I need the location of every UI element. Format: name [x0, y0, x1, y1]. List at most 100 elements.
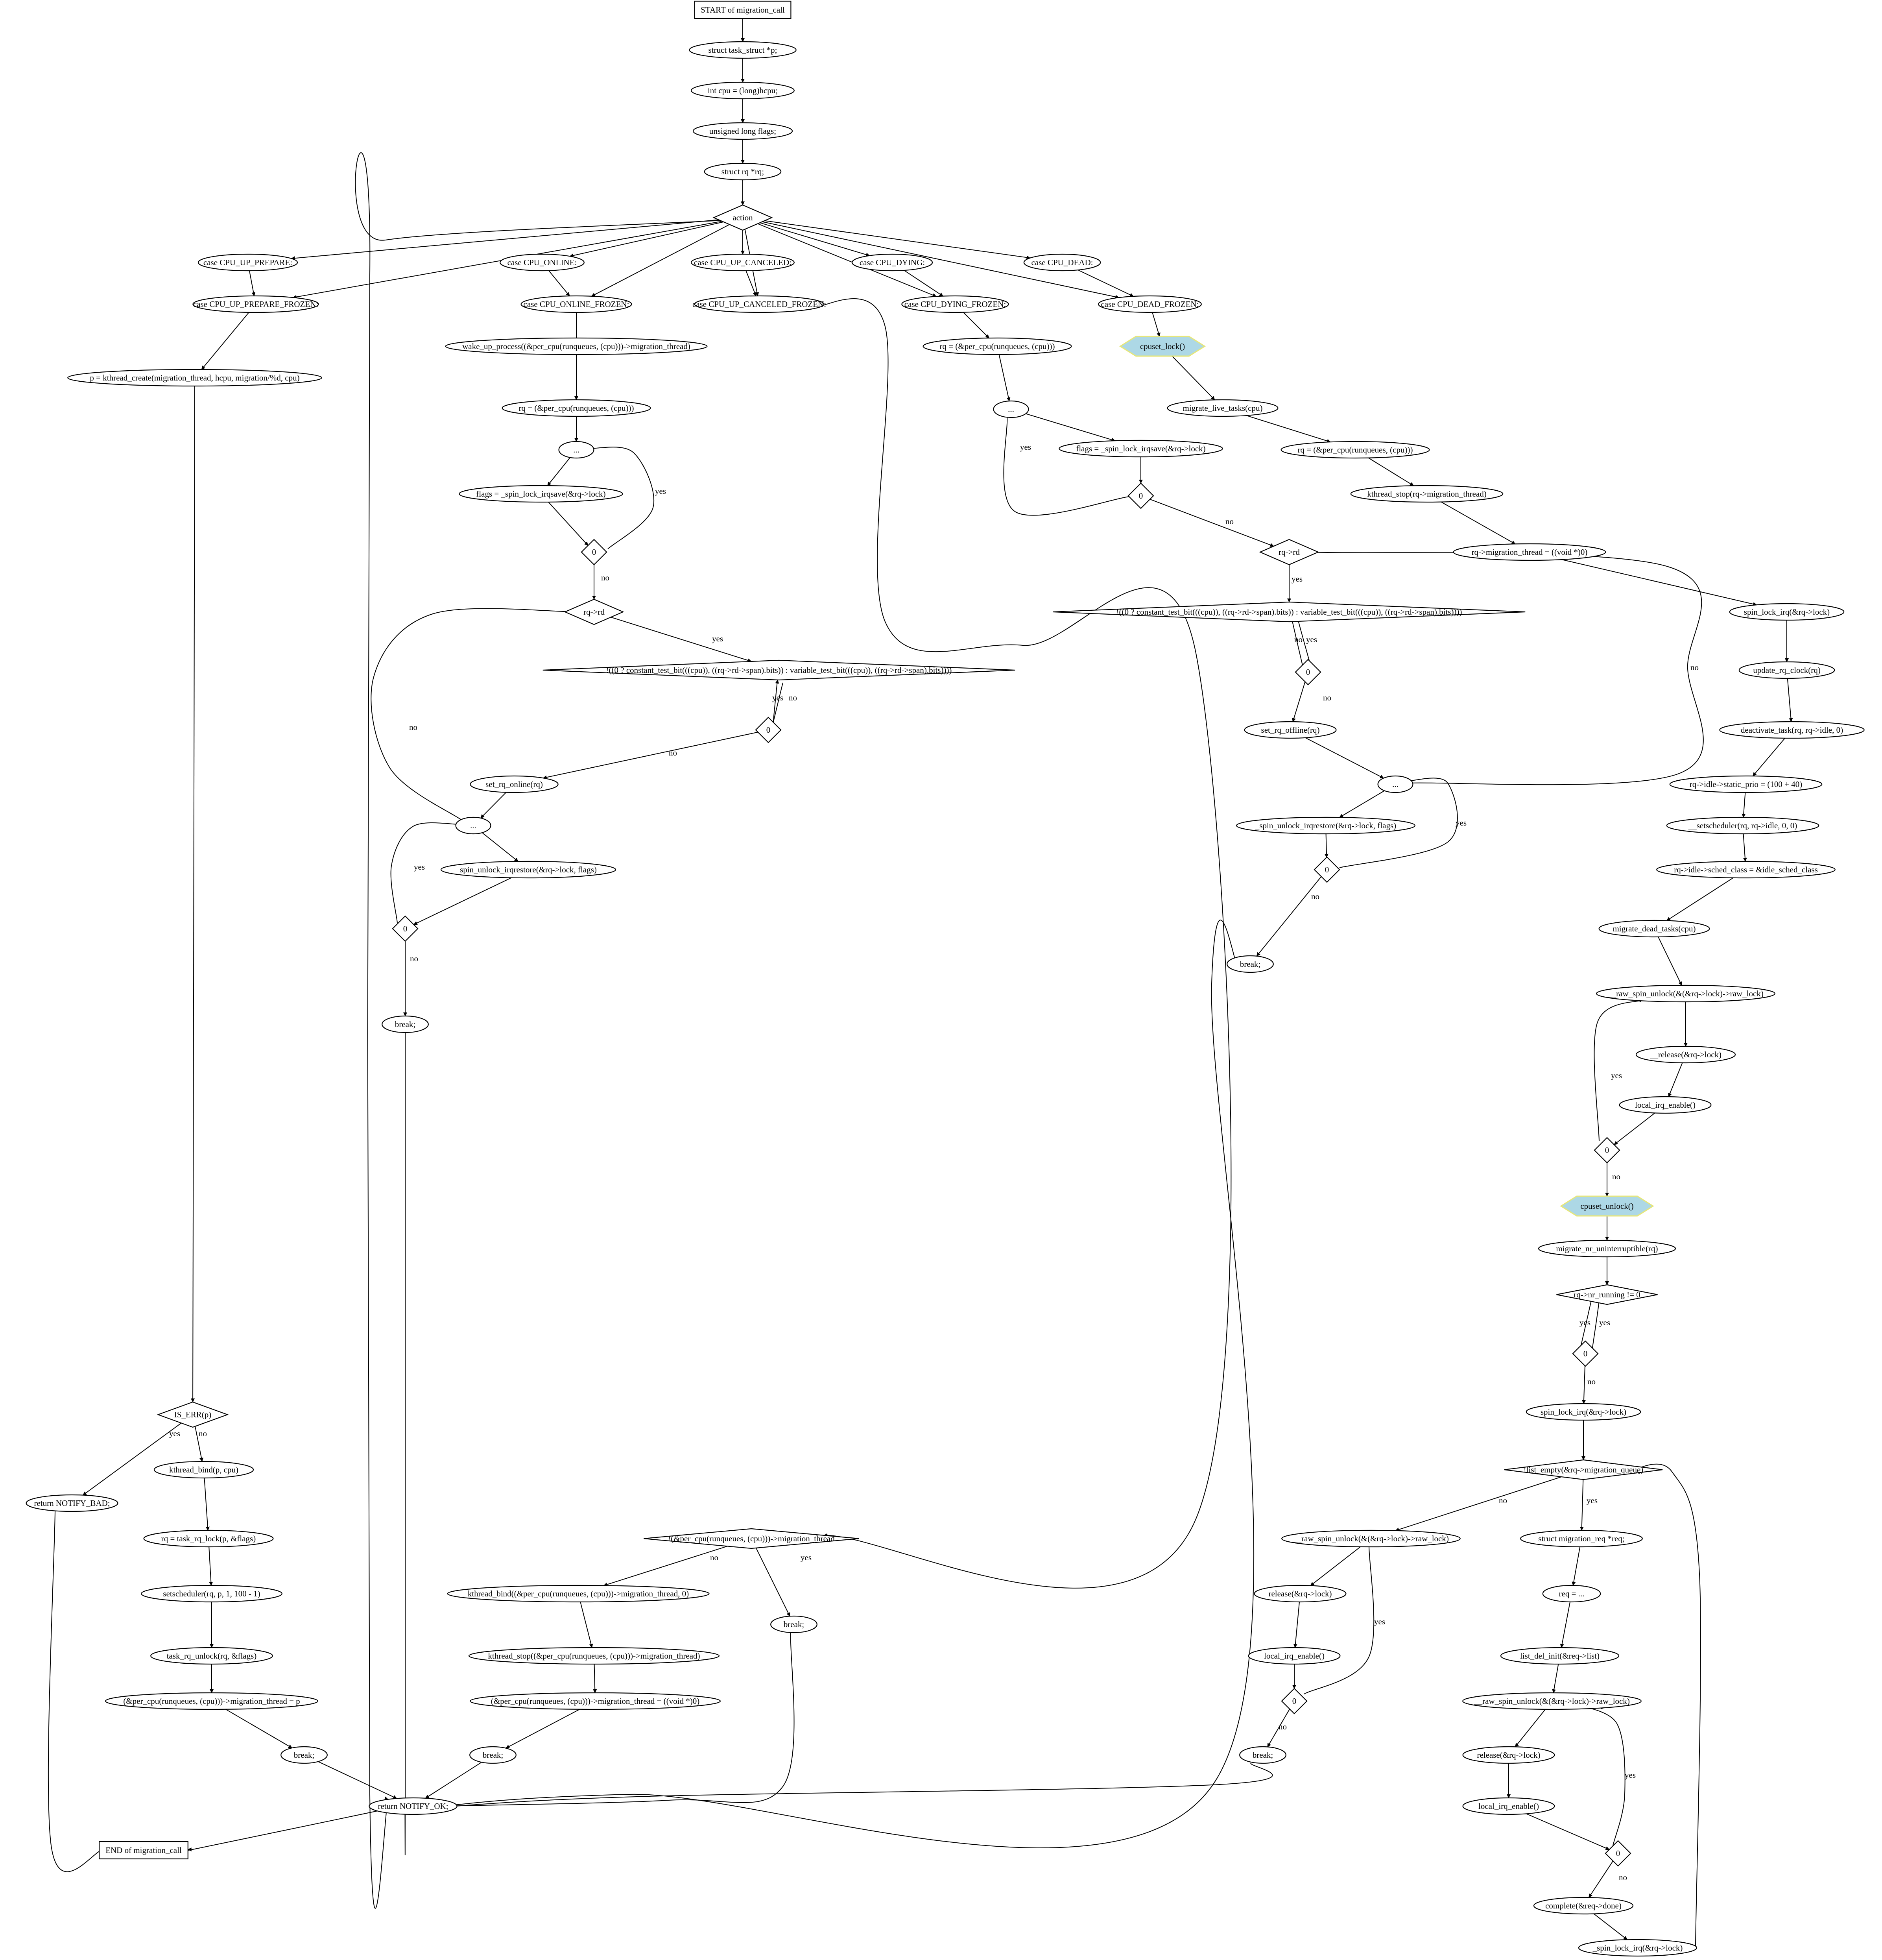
node-shape: [1127, 482, 1154, 509]
node-label: 0: [1139, 491, 1143, 501]
node-n1: struct task_struct *p;: [689, 41, 797, 59]
node-shape: [469, 1692, 721, 1710]
node-label: rq = (&per_cpu(runqueues, (cpu))): [1298, 445, 1413, 454]
node-shape: [1542, 1585, 1601, 1603]
node-label: (&per_cpu(runqueues, (cpu)))->migration_…: [123, 1696, 300, 1706]
node-c-online-f: case CPU_ONLINE_FROZEN:: [520, 295, 632, 313]
edge-label: yes: [1374, 1617, 1385, 1626]
edge-c-up-prep-f-to-kcreate: [201, 312, 249, 370]
node-label: struct migration_req *req;: [1538, 1534, 1624, 1543]
edge-mig-dead-to-raw-unlock1: [1658, 937, 1682, 986]
node-test-dy: !((0 ? constant_test_bit(((cpu)), ((rq->…: [1053, 601, 1526, 623]
node-label: __setscheduler(rq, rq->idle, 0, 0): [1688, 821, 1797, 830]
edge-action-to-c-up-prep: [291, 219, 719, 260]
node-shape: [644, 1528, 859, 1549]
node-label: set_rq_online(rq): [485, 780, 543, 789]
edge-zero-dy2-to-set-offline: [1292, 682, 1306, 722]
node-label: (&per_cpu(runqueues, (cpu)))->migration_…: [491, 1696, 699, 1706]
edge-label: no: [1279, 1722, 1287, 1731]
node-label: case CPU_UP_PREPARE:: [203, 258, 292, 267]
node-shape: [1059, 440, 1223, 458]
node-shape: [1520, 1530, 1643, 1548]
edge-kcreate-to-is-err: [191, 386, 195, 1403]
node-break-dy: break;: [1227, 955, 1274, 973]
node-break-c2: break;: [469, 1746, 517, 1764]
edge-dots-on2-to-unlock-on: [482, 832, 518, 862]
edge-kstop-dead-to-mt-null: [1441, 501, 1516, 545]
edge-label: no: [710, 1553, 718, 1562]
edge-label: no: [410, 954, 418, 963]
node-shape: [1453, 543, 1606, 561]
edge-label: yes: [1587, 1496, 1598, 1505]
node-cpuset-lock: cpuset_lock(): [1119, 336, 1206, 357]
node-ret-ok: return NOTIFY_OK;: [369, 1797, 458, 1815]
node-label: int cpu = (long)hcpu;: [708, 86, 778, 95]
node-shape: [1053, 601, 1526, 623]
node-c-dying-f: case CPU_DYING_FROZEN:: [901, 295, 1009, 313]
edge-action-to-c-dead-f: [762, 221, 1120, 299]
node-rq-dy: rq = (&per_cpu(runqueues, (cpu))): [923, 337, 1072, 355]
node-shape: [1656, 861, 1836, 879]
node-shape: [1462, 1746, 1555, 1764]
edge-c-cancel-to-c-cancel-f: [745, 270, 757, 296]
node-shape: [520, 295, 632, 313]
node-shape: [1598, 920, 1710, 938]
node-label: cpuset_lock(): [1140, 342, 1185, 351]
node-shape: [1619, 1096, 1712, 1114]
node-label: rq->rd: [583, 607, 605, 617]
node-shape: [1119, 336, 1206, 357]
node-raw-unlock2: __raw_spin_unlock(&(&rq->lock)->raw_lock…: [1281, 1530, 1461, 1548]
node-label: case CPU_DYING:: [860, 258, 925, 267]
edge-release2-to-irq-en2: [1293, 1602, 1300, 1648]
node-label: struct rq *rq;: [721, 167, 764, 176]
node-unlock-dy: _spin_unlock_irqrestore(&rq->lock, flags…: [1236, 817, 1415, 835]
node-shape: [455, 817, 491, 835]
node-label: case CPU_DEAD_FROZEN:: [1101, 299, 1199, 309]
node-label: case CPU_DYING_FROZEN:: [904, 299, 1006, 309]
node-label: release(&rq->lock): [1477, 1750, 1540, 1760]
node-label: __release(&rq->lock): [1650, 1050, 1721, 1059]
edge-rqrd-dy-to-dots-dy2: [1310, 552, 1704, 785]
node-shape: [993, 400, 1029, 418]
node-irq-en3: local_irq_enable(): [1462, 1797, 1555, 1815]
node-shape: [105, 1692, 319, 1710]
node-shape: [1666, 817, 1819, 835]
node-flags-on: flags = _spin_lock_irqsave(&rq->lock): [459, 485, 623, 503]
edge-label: no: [789, 693, 797, 702]
node-shape: [1098, 295, 1202, 313]
node-label: migrate_nr_uninterruptible(rq): [1556, 1244, 1658, 1253]
edge-list-empty-to-raw-unlock2: [1395, 1476, 1562, 1531]
node-shape: [197, 253, 298, 272]
edge-label: no: [601, 573, 609, 582]
edge-zero-d4-to-raw-unlock3: [1573, 1703, 1626, 1846]
edge-label: yes: [414, 862, 425, 872]
edge-cpuset-lock-to-migrate-live: [1172, 356, 1215, 400]
node-shape: [1377, 775, 1413, 793]
node-shape: [755, 717, 782, 743]
node-trq-lock: rq = task_rq_lock(p, &flags): [143, 1530, 274, 1548]
node-break-prep: break;: [280, 1746, 328, 1764]
node-shape: [1719, 721, 1865, 739]
edge-not-mt-to-break-c1: [755, 1548, 790, 1617]
edge-break-prep-to-ret-ok: [318, 1761, 397, 1799]
edge-zero-d3-to-break-dead: [1267, 1709, 1290, 1748]
edge-rqrd-on-to-dots-on2: [371, 608, 579, 825]
node-label: 0: [1292, 1696, 1297, 1706]
edge-req-eq-to-list-del: [1560, 1602, 1571, 1648]
edge-raw-unlock3-to-release3: [1515, 1709, 1546, 1747]
node-not-mt: !(&per_cpu(runqueues, (cpu)))->migration…: [644, 1528, 859, 1549]
node-label: !(&per_cpu(runqueues, (cpu)))->migration…: [668, 1534, 835, 1543]
edge-label: no: [1323, 693, 1331, 702]
node-label: req = ...: [1559, 1589, 1585, 1598]
node-label: !list_empty(&rq->migration_queue): [1524, 1465, 1644, 1474]
node-label: release(&rq->lock): [1268, 1589, 1332, 1598]
node-shape: [469, 1746, 517, 1764]
edge-c-cancel-f-to-not-mt: [806, 298, 1232, 1589]
edge-upd-clock-to-deact: [1787, 678, 1793, 722]
node-mreq: struct migration_req *req;: [1520, 1530, 1643, 1548]
edge-trq-lock-to-setsched: [208, 1546, 213, 1586]
edge-zero-on2-to-set-online: [542, 732, 758, 780]
node-flags-dy: flags = _spin_lock_irqsave(&rq->lock): [1059, 440, 1223, 458]
